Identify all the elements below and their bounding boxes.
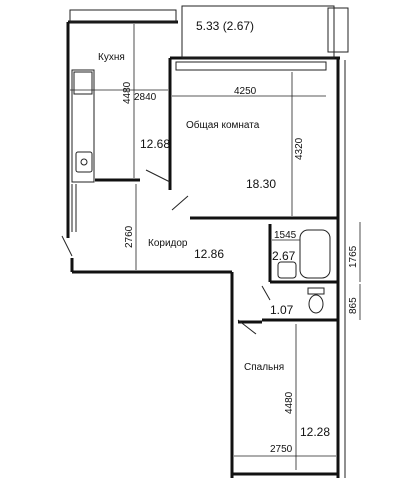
kitchen-window — [69, 9, 177, 23]
corridor-length-label: 2760 — [124, 225, 135, 248]
sink-drain-icon — [80, 158, 88, 166]
bedroom-length-label: 4480 — [284, 391, 295, 414]
balcony-outline — [181, 5, 335, 59]
dimension-lines — [70, 24, 361, 470]
bath-width-label: 1545 — [274, 230, 297, 241]
kitchen-name: Кухня — [98, 52, 125, 63]
balcony-area: 5.33 (2.67) — [196, 19, 254, 33]
living-length-label: 4320 — [294, 137, 305, 160]
bedroom-name: Спальня — [244, 362, 284, 373]
bath-door-icon — [261, 285, 271, 301]
wc-area: 1.07 — [270, 303, 294, 317]
kitchen-width-label: 2840 — [134, 92, 157, 103]
wc-length-label: 865 — [348, 297, 359, 314]
living-name: Общая комната — [186, 119, 260, 131]
bath-length-label: 1765 — [348, 245, 359, 268]
dimension-labels: 2840 4250 4480 4320 2760 1545 1765 865 4… — [122, 81, 359, 455]
toilet-tank-icon — [307, 287, 325, 295]
kitchen-length-label: 4480 — [122, 81, 133, 104]
kitchen-area: 12.68 — [140, 137, 170, 151]
bathtub-icon — [299, 229, 331, 279]
toilet-icon — [308, 294, 324, 314]
washbasin-icon — [277, 261, 297, 279]
stove-icon — [73, 71, 93, 95]
bedroom-door-icon — [237, 319, 257, 335]
bedroom-area: 12.28 — [300, 425, 330, 439]
left-hatch — [71, 184, 77, 232]
kitchen-counter — [71, 69, 95, 183]
corridor-area: 12.86 — [194, 247, 224, 261]
labels: 5.33 (2.67) Кухня 12.68 Общая комната 18… — [98, 19, 330, 439]
living-area: 18.30 — [246, 177, 276, 191]
bathroom-area: 2.67 — [272, 249, 296, 263]
kitchen-door-icon — [145, 169, 171, 183]
sink-icon — [75, 151, 93, 173]
bedroom-width-label: 2750 — [270, 444, 293, 455]
fixtures — [61, 69, 331, 335]
living-width-label: 4250 — [234, 86, 257, 97]
living-window — [175, 61, 327, 71]
walls — [66, 5, 349, 478]
corridor-name: Коридор — [148, 238, 188, 249]
entry-door-icon — [61, 235, 73, 257]
balcony-window — [327, 7, 349, 53]
living-door-icon — [171, 195, 189, 211]
